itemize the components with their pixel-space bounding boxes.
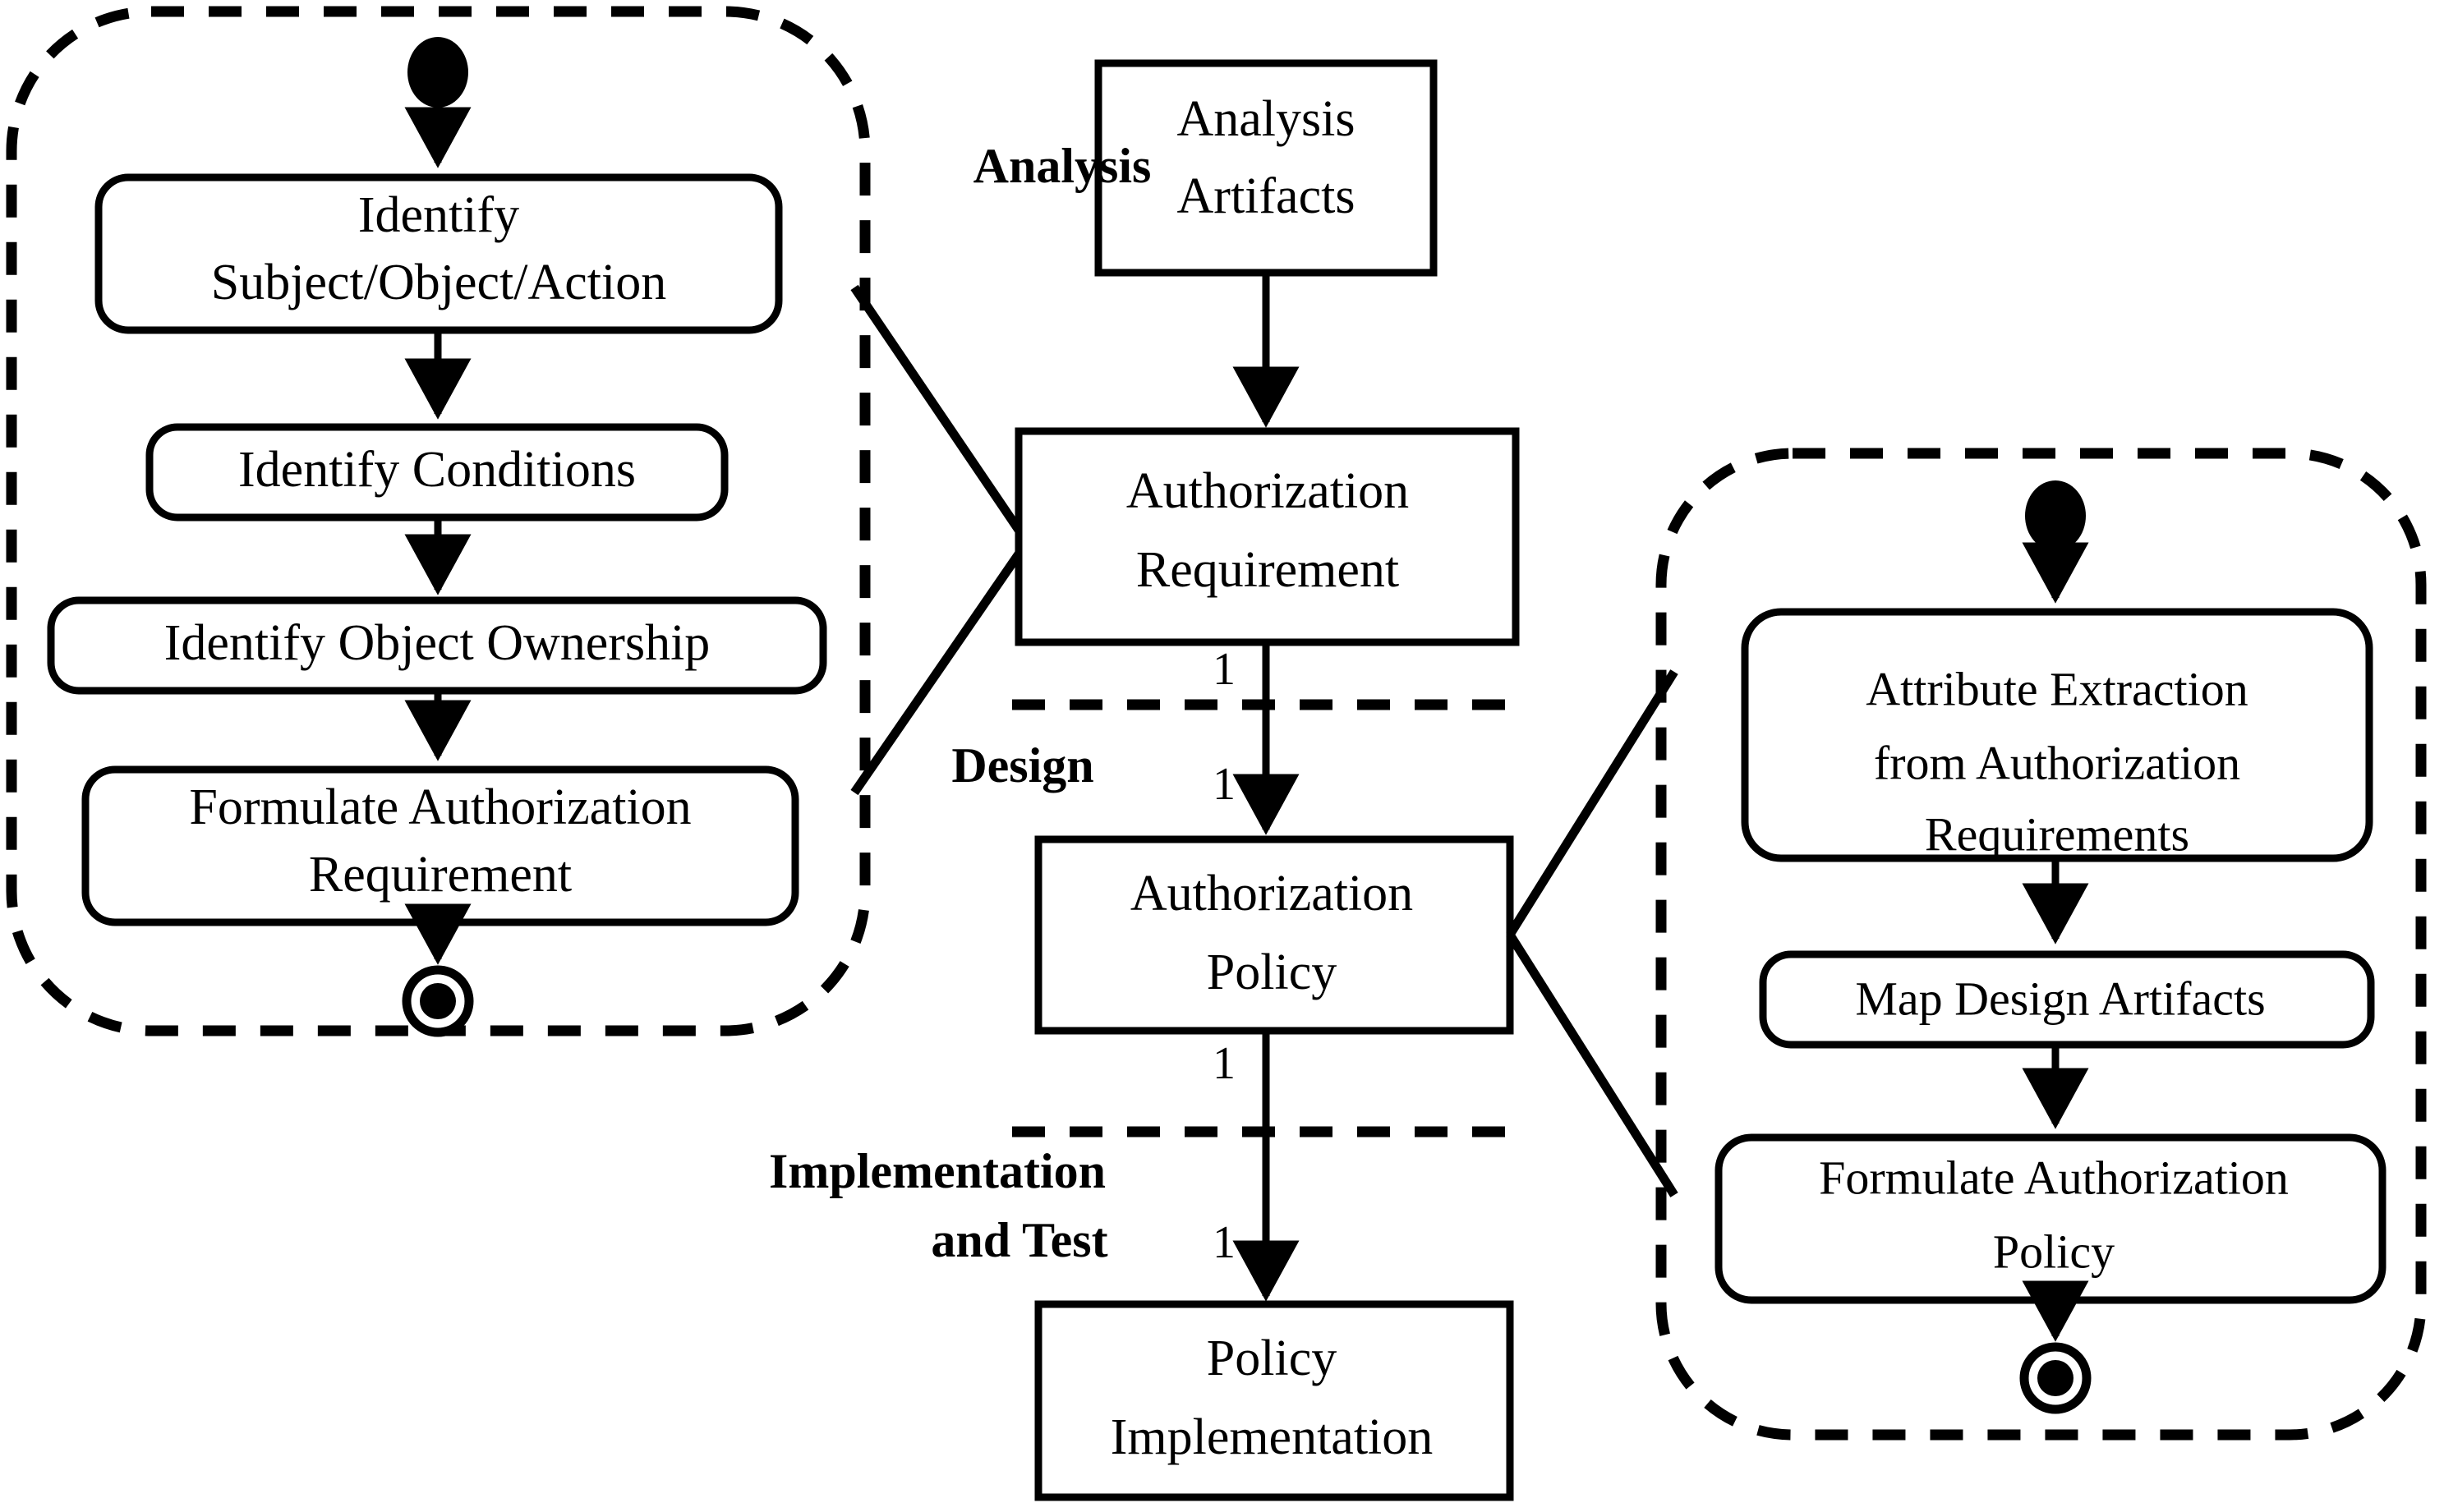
activity-formulate-authorization-policy-line2: Policy: [1993, 1225, 2115, 1278]
activity-attribute-extraction-line1: Attribute Extraction: [1866, 662, 2248, 715]
object-authorization-requirement-line2: Requirement: [1136, 542, 1399, 598]
object-analysis-artifacts[interactable]: [1094, 59, 1438, 277]
left-initial-node: [407, 37, 468, 108]
right-partition-border: [1655, 448, 2427, 1441]
mult-requirement-below: 1: [1213, 644, 1236, 695]
phase-label-implementation-line1: Implementation: [769, 1144, 1106, 1198]
object-analysis-artifacts-line1: Analysis: [1177, 91, 1355, 147]
activity-identify-subject-object-action-line2: Subject/Object/Action: [211, 255, 666, 310]
object-authorization-policy[interactable]: [1034, 835, 1514, 1035]
center-object-column: Analysis Artifacts Authorization Require…: [1015, 59, 1520, 1501]
phase-label-design: Design: [951, 738, 1093, 793]
policy-to-right-partition-association: [1506, 669, 1678, 1197]
activity-formulate-authorization-requirement-line1: Formulate Authorization: [189, 779, 691, 835]
assoc-right-upper: [1506, 669, 1678, 937]
object-analysis-artifacts-line2: Artifacts: [1177, 168, 1355, 224]
object-authorization-policy-line2: Policy: [1207, 944, 1337, 1000]
mult-policy-below: 1: [1213, 1038, 1236, 1089]
object-authorization-policy-line1: Authorization: [1130, 866, 1413, 921]
mult-policy-above: 1: [1213, 759, 1236, 810]
assoc-left-upper: [850, 284, 1031, 545]
activity-formulate-authorization-policy-line1: Formulate Authorization: [1819, 1151, 2289, 1204]
activity-attribute-extraction-line3: Requirements: [1925, 807, 2189, 861]
mult-implementation-above: 1: [1213, 1217, 1236, 1268]
object-policy-implementation-line2: Implementation: [1111, 1409, 1434, 1465]
right-activity-partition: Attribute Extraction from Authorization …: [1655, 448, 2427, 1441]
right-final-node-inner: [2037, 1360, 2073, 1396]
activity-identify-object-ownership-label: Identify Object Ownership: [164, 615, 711, 671]
left-activity-partition: Identify Subject/Object/Action Identify …: [6, 6, 871, 1037]
right-initial-node: [2025, 480, 2086, 551]
activity-identify-subject-object-action-line1: Identify: [358, 187, 519, 243]
assoc-left-lower: [850, 539, 1031, 796]
phase-dividers: [1012, 699, 1512, 1137]
activity-map-design-artifacts-label: Map Design Artifacts: [1855, 972, 2265, 1025]
left-final-node-inner: [420, 983, 456, 1019]
activity-identify-conditions-label: Identify Conditions: [238, 442, 636, 498]
activity-formulate-authorization-requirement-line2: Requirement: [309, 847, 572, 903]
object-policy-implementation-line1: Policy: [1207, 1330, 1337, 1386]
phase-label-analysis: Analysis: [973, 139, 1152, 193]
phase-labels: Analysis Design Implementation and Test: [769, 139, 1151, 1267]
activity-map-design-artifacts[interactable]: [1759, 950, 2375, 1049]
activity-attribute-extraction-line2: from Authorization: [1874, 736, 2240, 789]
object-policy-implementation[interactable]: [1034, 1300, 1514, 1501]
phase-label-implementation-line2: and Test: [931, 1213, 1107, 1267]
assoc-right-lower: [1506, 932, 1678, 1197]
object-authorization-requirement[interactable]: [1015, 427, 1520, 646]
object-authorization-requirement-line1: Authorization: [1126, 463, 1409, 519]
left-partition-to-requirement-association: [850, 284, 1031, 796]
